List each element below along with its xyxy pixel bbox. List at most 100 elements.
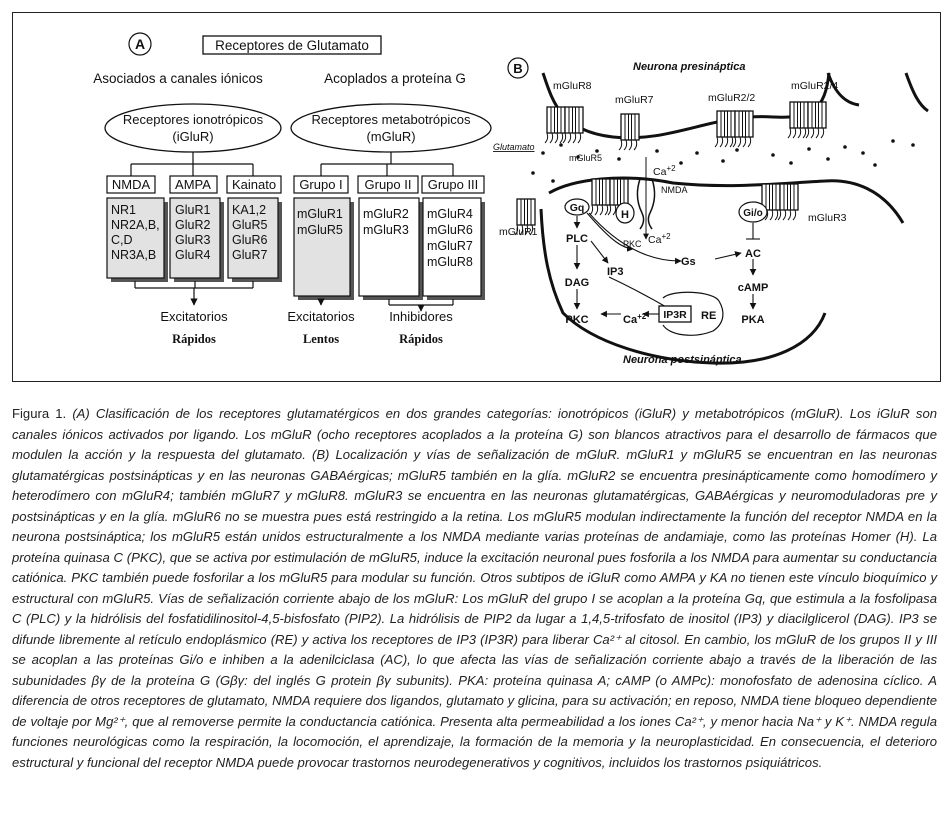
member-grupo-iii-3: mGluR7 <box>427 239 473 253</box>
heading-g-protein: Acoplados a proteína G <box>324 71 466 86</box>
label-postsynaptic: Neurona postsináptica <box>623 354 742 366</box>
label-mglur5: mGluR5 <box>569 153 602 163</box>
label-glutamate: Glutamato <box>493 142 535 152</box>
member-ampa-4: GluR4 <box>175 248 210 262</box>
label-mglur22: mGluR2/2 <box>708 92 755 104</box>
presynaptic-membrane-right <box>826 72 860 107</box>
label-ca-mid: Ca+2 <box>648 232 671 246</box>
glial-membrane <box>904 72 929 113</box>
member-nmda-1: NR1 <box>111 203 136 217</box>
subtype-grupo-iii: Grupo III <box>428 177 479 192</box>
subtype-ampa: AMPA <box>175 177 211 192</box>
member-grupo-ii-2: mGluR3 <box>363 223 409 237</box>
label-mglur1: mGluR1 <box>499 226 538 238</box>
nmda-channel <box>636 157 656 240</box>
grupo-i-label-box <box>293 175 349 194</box>
pathway-arrows <box>573 212 760 318</box>
label-gio: Gi/o <box>743 208 762 219</box>
label-ca-top: Ca+2 <box>653 164 676 178</box>
receptor-mglur8-b <box>562 106 584 144</box>
label-gq: Gq <box>570 202 585 214</box>
receptor-mglur3-b <box>777 183 799 221</box>
label-camp: cAMP <box>738 282 769 294</box>
subtype-nmda: NMDA <box>112 177 151 192</box>
kainato-members-box <box>227 197 279 279</box>
grupo-iii-members-box <box>422 197 482 297</box>
postsynaptic-membrane-lower <box>539 208 827 365</box>
mglur-oval-line2: (mGluR) <box>366 129 415 144</box>
member-grupo-i-1: mGluR1 <box>297 207 343 221</box>
receptor-mglur24 <box>787 101 809 139</box>
receptor-mglur5 <box>589 178 611 216</box>
outcome-1-line2: Rápidos <box>172 332 216 346</box>
receptor-mglur8 <box>544 106 566 144</box>
grupo-ii-label-box <box>357 175 419 194</box>
outcome-arrows <box>134 281 454 312</box>
gq-oval <box>564 198 590 216</box>
panel-a: A Receptores de Glutamato Asociados a ca… <box>93 32 492 346</box>
label-gs: Gs <box>681 256 696 268</box>
member-grupo-iii-1: mGluR4 <box>427 207 473 221</box>
kainato-label-box <box>226 175 282 194</box>
label-presynaptic: Neurona presináptica <box>633 61 745 73</box>
caption-label: Figura 1. <box>12 406 67 421</box>
member-grupo-ii-1: mGluR2 <box>363 207 409 221</box>
panel-b-letter: B <box>513 61 522 76</box>
figure-diagram: A Receptores de Glutamato Asociados a ca… <box>93 32 929 366</box>
member-grupo-i-2: mGluR5 <box>297 223 343 237</box>
label-mglur8: mGluR8 <box>553 80 592 92</box>
label-pkc: PKC <box>565 314 588 326</box>
subtype-grupo-i: Grupo I <box>299 177 342 192</box>
subtype-grupo-ii: Grupo II <box>365 177 412 192</box>
label-nmda: NMDA <box>661 185 688 195</box>
panel-a-letter: A <box>135 36 145 52</box>
label-re: RE <box>701 310 716 322</box>
receptor-mglur22 <box>714 110 736 148</box>
mglur-oval-line1: Receptores metabotrópicos <box>312 112 471 127</box>
ampa-label-box <box>169 175 218 194</box>
iglur-oval-line1: Receptores ionotrópicos <box>123 112 264 127</box>
ampa-members-box <box>169 197 221 279</box>
panel-a-badge <box>128 32 152 56</box>
panel-a-title-box <box>202 35 382 55</box>
label-ac: AC <box>745 248 761 260</box>
ip3r-box <box>658 305 692 323</box>
grupo-iii-label-box <box>421 175 485 194</box>
iglur-oval-line2: (iGluR) <box>172 129 213 144</box>
label-ip3: IP3 <box>607 266 624 278</box>
label-mglur3: mGluR3 <box>808 212 847 224</box>
panel-a-title: Receptores de Glutamato <box>215 38 369 53</box>
figure-caption: Figura 1. (A) Clasificación de los recep… <box>12 404 937 773</box>
label-mglur24: mGluR2/4 <box>791 80 838 92</box>
outcome-2-line1: Excitatorios <box>287 309 355 324</box>
outcome-1-line1: Excitatorios <box>160 309 228 324</box>
caption-body: (A) Clasificación de los receptores glut… <box>12 406 938 770</box>
figure-frame: A Receptores de Glutamato Asociados a ca… <box>12 12 941 382</box>
member-ampa-2: GluR2 <box>175 218 210 232</box>
receptor-mglur7 <box>618 113 640 151</box>
label-homer: H <box>621 209 629 221</box>
nmda-label-box <box>106 175 156 194</box>
label-pkc-small: PKC <box>623 239 642 249</box>
nmda-members-box <box>106 197 165 279</box>
member-grupo-iii-4: mGluR8 <box>427 255 473 269</box>
grupo-ii-members-box <box>358 197 420 297</box>
member-ampa-3: GluR3 <box>175 233 210 247</box>
label-ca-low: Ca+2 <box>623 312 647 326</box>
label-dag: DAG <box>565 277 589 289</box>
member-kainato-3: GluR6 <box>232 233 267 247</box>
panel-b-badge <box>507 57 529 79</box>
outcome-3-line1: Inhibidores <box>389 309 453 324</box>
receptor-mglur22-b <box>732 110 754 148</box>
label-plc: PLC <box>566 233 588 245</box>
receptor-mglur24-b <box>805 101 827 139</box>
member-kainato-1: KA1,2 <box>232 203 266 217</box>
glutamate-dots <box>531 139 915 183</box>
er-membrane <box>662 291 724 336</box>
label-mglur7: mGluR7 <box>615 94 654 106</box>
panel-b: B Neurona presináptica Neurona postsináp… <box>493 57 929 366</box>
homer-oval <box>615 202 635 224</box>
heading-ion-channels: Asociados a canales iónicos <box>93 71 263 86</box>
member-kainato-2: GluR5 <box>232 218 267 232</box>
tree-connectors <box>130 152 454 176</box>
